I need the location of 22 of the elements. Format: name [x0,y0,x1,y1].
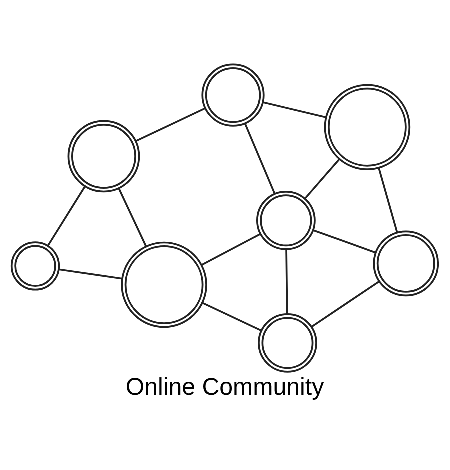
node-person [258,312,318,372]
connector [313,229,376,254]
node-person [324,84,411,170]
connector [201,232,262,266]
connector [58,268,123,280]
connector [136,107,206,142]
connector [262,101,326,118]
connector [304,158,340,200]
connector [47,185,86,246]
connector [378,168,398,233]
node-person [68,120,140,192]
diagram-title: Online Community [126,373,324,400]
node-person [121,241,208,328]
connector [202,302,262,332]
node-person [373,230,440,296]
node-person [256,190,316,250]
connector [118,188,148,247]
node-person [202,63,265,126]
connector [286,249,288,314]
connector [244,122,276,194]
node-person [10,241,60,290]
connector [311,280,380,328]
